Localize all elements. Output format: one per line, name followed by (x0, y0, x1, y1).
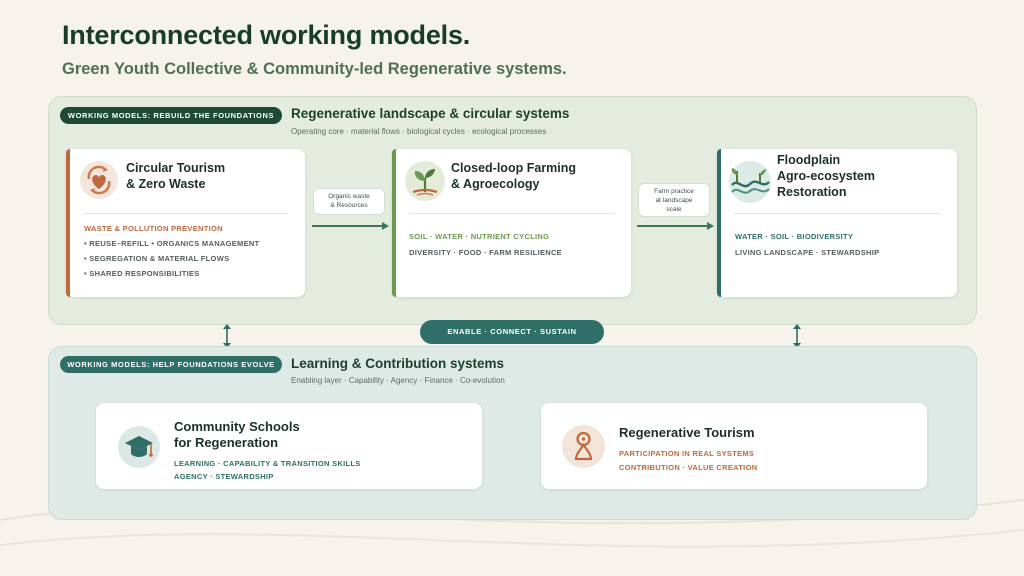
card-accent-bar (66, 149, 70, 297)
wave-plant-icon (729, 161, 771, 203)
list-item: • SHARED RESPONSIBILITIES (84, 269, 200, 278)
enable-connect-sustain-badge: ENABLE · CONNECT · SUSTAIN (420, 320, 604, 344)
card-tagline: AGENCY · STEWARDSHIP (174, 472, 274, 481)
flow-arrow-2 (637, 222, 714, 230)
card-tagline: CONTRIBUTION · VALUE CREATION (619, 463, 758, 472)
card-tagline: SOIL · WATER · NUTRIENT CYCLING (409, 232, 550, 241)
card-title: Regenerative Tourism (619, 425, 755, 440)
double-arrow-right (793, 324, 801, 348)
card-tagline: WATER · SOIL · BIODIVERSITY (735, 232, 854, 241)
flow-arrow-1 (312, 222, 389, 230)
card-tagline: LIVING LANDSCAPE · STEWARDSHIP (735, 248, 880, 257)
list-item: • REUSE–REFILL • ORGANICS MANAGEMENT (84, 239, 260, 248)
sprout-icon (405, 161, 445, 201)
double-arrow-left (223, 324, 231, 348)
divider (409, 213, 615, 214)
graduation-cap-icon (118, 426, 160, 468)
bottom-section-subtitle: Enabling layer · Capability · Agency · F… (291, 376, 505, 385)
arrow-label-organic-waste: Organic waste & Resources (313, 188, 385, 215)
bottom-section-title: Learning & Contribution systems (291, 356, 505, 371)
card-tagline: PARTICIPATION IN REAL SYSTEMS (619, 449, 755, 458)
page-subtitle: Green Youth Collective & Community-led R… (62, 60, 567, 78)
card-tagline: DIVERSITY · FOOD · FARM RESILIENCE (409, 248, 562, 257)
card-circular-tourism[interactable]: Circular Tourism & Zero Waste WASTE & PO… (66, 149, 305, 297)
card-regenerative-tourism[interactable]: Regenerative Tourism PARTICIPATION IN RE… (541, 403, 927, 489)
arrow-label-farm-practice: Farm practice at landscape scale (638, 183, 710, 217)
card-community-schools[interactable]: Community Schools for Regeneration LEARN… (96, 403, 482, 489)
top-section-title: Regenerative landscape & circular system… (291, 106, 570, 121)
bottom-section-pill: WORKING MODELS: HELP FOUNDATIONS EVOLVE (60, 356, 282, 373)
person-icon (562, 425, 605, 468)
card-title: Community Schools for Regeneration (174, 419, 300, 450)
recycle-heart-icon (80, 161, 118, 199)
top-section-pill: WORKING MODELS: REBUILD THE FOUNDATIONS (60, 107, 282, 124)
divider (734, 213, 940, 214)
divider (84, 213, 288, 214)
card-title: Closed-loop Farming & Agroecology (451, 161, 576, 191)
card-accent-bar (392, 149, 396, 297)
card-title: Floodplain Agro-ecosystem Restoration (777, 153, 875, 199)
card-tagline: LEARNING · CAPABILITY & TRANSITION SKILL… (174, 459, 361, 468)
card-floodplain-restoration[interactable]: Floodplain Agro-ecosystem Restoration WA… (717, 149, 957, 297)
card-accent-bar (717, 149, 721, 297)
card-title: Circular Tourism & Zero Waste (126, 161, 226, 191)
card-closed-loop-farming[interactable]: Closed-loop Farming & Agroecology SOIL ·… (392, 149, 631, 297)
top-section-subtitle: Operating core · material flows · biolog… (291, 127, 547, 136)
card-heading: WASTE & POLLUTION PREVENTION (84, 224, 223, 233)
list-item: • SEGREGATION & MATERIAL FLOWS (84, 254, 230, 263)
page-title: Interconnected working models. (62, 20, 471, 50)
